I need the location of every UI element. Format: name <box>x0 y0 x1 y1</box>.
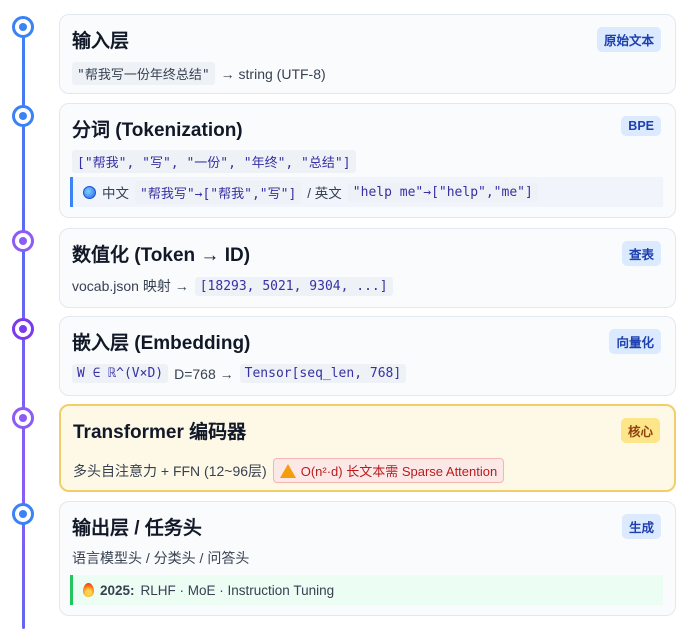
note-text: RLHF · MoE · Instruction Tuning <box>140 582 335 598</box>
layer-card-input: 输入层 原始文本 "帮我写一份年终总结" → string (UTF-8) <box>59 14 676 94</box>
input-string-code: "帮我写一份年终总结" <box>72 62 215 85</box>
layer-detail: W ∈ ℝ^(V×D) D=768 → Tensor[seq_len, 768] <box>72 364 407 383</box>
embedding-dim-text: D=768 → <box>174 365 234 382</box>
complexity-warning: O(n²·d) 长文本需 Sparse Attention <box>272 458 505 483</box>
token-ids-code: [18293, 5021, 9304, ...] <box>194 276 393 296</box>
layer-detail: vocab.json 映射 → [18293, 5021, 9304, ...] <box>72 276 393 296</box>
layer-card-output: 输出层 / 任务头 生成 语言模型头 / 分类头 / 问答头 2025: RLH… <box>59 501 676 616</box>
complexity-warning-text: O(n²·d) 长文本需 Sparse Attention <box>300 464 498 479</box>
layer-title: 嵌入层 (Embedding) <box>72 333 251 354</box>
embedding-matrix-code: W ∈ ℝ^(V×D) <box>72 364 169 383</box>
globe-icon <box>83 185 96 199</box>
input-type-text: → string (UTF-8) <box>220 65 326 82</box>
layer-badge: BPE <box>621 116 661 136</box>
timeline-node <box>12 407 34 429</box>
note-label-zh: 中文 <box>102 186 129 201</box>
warning-icon <box>279 463 296 478</box>
layer-card-transformer: Transformer 编码器 核心 多头自注意力 + FFN (12~96层)… <box>59 404 676 492</box>
fire-icon <box>83 583 94 597</box>
layer-title: 分词 (Tokenization) <box>72 120 243 141</box>
trends-note: 2025: RLHF · MoE · Instruction Tuning <box>70 575 663 605</box>
layer-badge: 向量化 <box>609 329 661 354</box>
layer-title: Transformer 编码器 <box>73 422 247 443</box>
note-label-en: / 英文 <box>307 186 342 201</box>
layer-detail: "帮我写一份年终总结" → string (UTF-8) <box>72 62 326 85</box>
note-code-en: "help me"→["help","me"] <box>347 182 538 202</box>
layer-card-embedding: 嵌入层 (Embedding) 向量化 W ∈ ℝ^(V×D) D=768 → … <box>59 316 676 396</box>
layer-detail: 语言模型头 / 分类头 / 问答头 <box>72 548 249 568</box>
tensor-shape-code: Tensor[seq_len, 768] <box>239 364 407 383</box>
timeline-node <box>12 318 34 340</box>
layer-badge: 核心 <box>620 418 660 443</box>
timeline-node <box>12 503 34 525</box>
layer-title: 数值化 (Token → ID) <box>72 245 251 266</box>
layer-detail: 多头自注意力 + FFN (12~96层) O(n²·d) 长文本需 Spars… <box>73 458 505 483</box>
task-heads-text: 语言模型头 / 分类头 / 问答头 <box>72 550 250 566</box>
timeline-node <box>12 105 34 127</box>
layer-title: 输入层 <box>72 31 130 52</box>
transformer-structure-text: 多头自注意力 + FFN (12~96层) <box>73 462 267 479</box>
timeline-node <box>12 230 34 252</box>
note-code-zh: "帮我写"→["帮我","写"] <box>135 180 302 204</box>
layer-card-tokenization: 分词 (Tokenization) BPE ["帮我", "写", "一份", … <box>59 103 676 218</box>
layer-detail: ["帮我", "写", "一份", "年终", "总结"] <box>72 150 356 173</box>
vocab-mapping-text: vocab.json 映射 → <box>72 278 189 294</box>
layer-badge: 原始文本 <box>596 27 661 52</box>
layer-title: 输出层 / 任务头 <box>72 518 202 539</box>
tokenization-example-note: 中文 "帮我写"→["帮我","写"] / 英文 "help me"→["hel… <box>70 177 663 207</box>
layer-badge: 生成 <box>621 514 661 539</box>
timeline-node <box>12 16 34 38</box>
layer-card-numericalization: 数值化 (Token → ID) 查表 vocab.json 映射 → [182… <box>59 228 676 308</box>
token-list-code: ["帮我", "写", "一份", "年终", "总结"] <box>72 150 356 173</box>
layer-badge: 查表 <box>621 241 661 266</box>
note-year: 2025: <box>100 582 135 598</box>
